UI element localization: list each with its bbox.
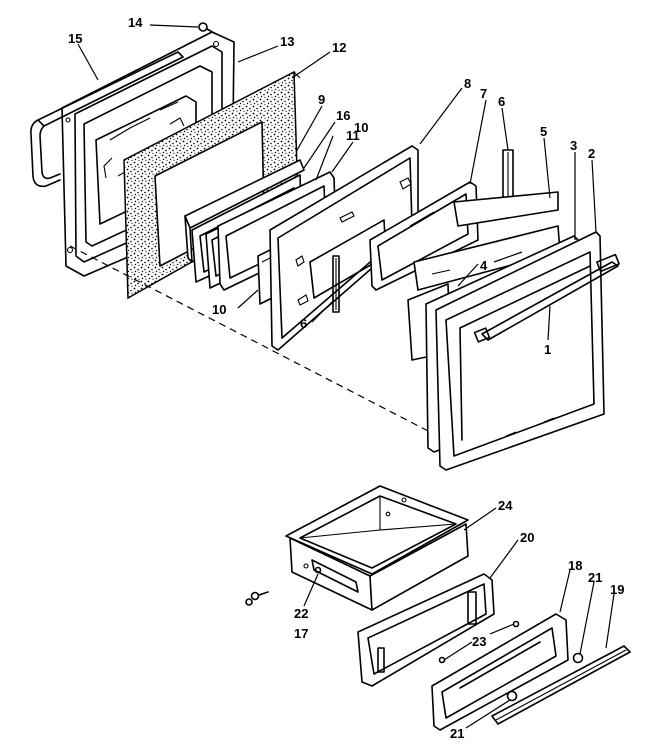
callout-19: 19 xyxy=(610,582,624,597)
drawer-handle-trim xyxy=(491,645,631,725)
front-door-panel xyxy=(435,231,620,471)
callout-5: 5 xyxy=(540,124,547,139)
callout-13: 13 xyxy=(280,34,294,49)
callout-22: 22 xyxy=(294,606,308,621)
callout-labels: 14 15 13 12 9 16 10 11 8 7 6 5 3 2 4 1 1… xyxy=(68,15,624,741)
callout-10-upper: 10 xyxy=(354,120,368,135)
callout-16: 16 xyxy=(336,108,350,123)
callout-9: 9 xyxy=(318,92,325,107)
drawer-box xyxy=(285,485,469,611)
callout-1: 1 xyxy=(544,342,551,357)
callout-12: 12 xyxy=(332,40,346,55)
callout-21-upper: 21 xyxy=(588,570,602,585)
callout-17: 17 xyxy=(294,626,308,641)
callout-6-upper: 6 xyxy=(498,94,505,109)
screw-part xyxy=(198,22,215,34)
callout-7: 7 xyxy=(480,86,487,101)
callout-21-lower: 21 xyxy=(450,726,464,741)
callout-24: 24 xyxy=(498,498,513,513)
callout-18: 18 xyxy=(568,558,582,573)
callout-8: 8 xyxy=(464,76,471,91)
drawer-screw xyxy=(245,566,520,664)
callout-14: 14 xyxy=(128,15,143,30)
callout-11: 11 xyxy=(346,128,360,143)
assembly-line xyxy=(69,245,431,433)
callout-3: 3 xyxy=(570,138,577,153)
callout-20: 20 xyxy=(520,530,534,545)
drawer-outer-panel xyxy=(431,613,584,731)
callout-4: 4 xyxy=(480,258,488,273)
leader-lines xyxy=(77,24,615,729)
callout-23: 23 xyxy=(472,634,486,649)
callout-15: 15 xyxy=(68,31,82,46)
drawer-front-panel xyxy=(357,573,495,687)
callout-10-lower: 10 xyxy=(212,302,226,317)
callout-6-lower: 6 xyxy=(300,316,307,331)
callout-2: 2 xyxy=(588,146,595,161)
